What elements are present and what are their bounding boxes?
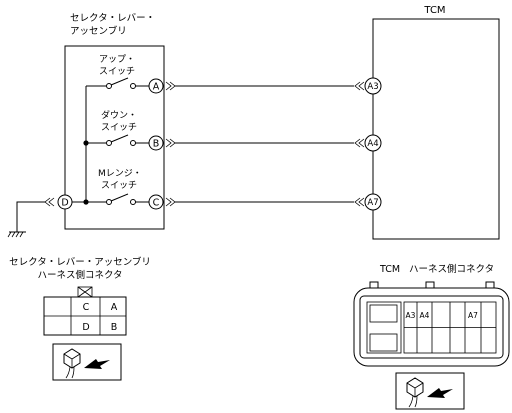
tcm-harness-plug-body — [406, 377, 424, 398]
tcm-connector-pin-grid — [404, 302, 496, 353]
tcm-connector-left-block — [366, 301, 402, 354]
pin-c-label: C — [153, 198, 160, 209]
m-range-switch — [83, 193, 149, 205]
tcm-pin-a3: A3 — [364, 77, 382, 95]
pin-d-circle — [57, 194, 73, 210]
tcm-pin-a4: A4 — [364, 134, 382, 152]
pin-b-label: B — [153, 139, 160, 150]
tcm-harness-plug-edges — [406, 382, 424, 397]
harness-plug-body — [63, 348, 81, 369]
tcm-connector-slot-bottom — [369, 333, 398, 352]
tcm-pin-a4-label: A4 — [367, 139, 378, 149]
ground — [7, 201, 45, 238]
tcm-connector-label-suffix: ハーネス側コネクタ — [409, 263, 494, 275]
up-switch — [86, 77, 149, 89]
assembly-connector-cell-d: D — [82, 322, 89, 333]
assembly-connector-face: C A D B — [43, 286, 127, 336]
tcm-connector-label-prefix: TCM — [379, 264, 400, 275]
tcm-connector-slot-top — [369, 304, 398, 323]
down-switch-contact-right — [130, 140, 136, 146]
m-range-switch-label-line2: スイッチ — [101, 180, 137, 191]
down-switch-label-line2: スイッチ — [101, 122, 137, 133]
harness-plug-edges — [63, 353, 81, 368]
tcm-connector-mark-a4 — [354, 138, 365, 148]
pin-c-circle — [148, 194, 164, 210]
m-range-switch-blade — [110, 193, 129, 202]
assembly-title-line2: アッセンブリ — [70, 25, 127, 37]
down-switch — [83, 134, 149, 146]
m-range-switch-contact-right — [130, 199, 136, 205]
harness-plug-wires — [65, 366, 75, 379]
pin-d-label: D — [61, 198, 68, 209]
up-switch-contact-right — [130, 83, 136, 89]
tcm-connector-top-tabs — [369, 281, 495, 288]
tcm-connector-cell-a4: A4 — [420, 311, 430, 320]
m-range-switch-label-line1: Mレンジ・ — [98, 169, 142, 179]
view-direction-arrow — [84, 359, 110, 369]
pin-a-circle — [148, 78, 164, 94]
tcm-harness-view-icon-frame — [395, 372, 465, 410]
tcm-harness-side-view-icon — [395, 372, 465, 410]
down-switch-label-line1: ダウン・ — [101, 109, 137, 121]
up-switch-label-line1: アップ・ — [99, 54, 135, 65]
assembly-title-line1: セレクタ・レバー・ — [70, 13, 155, 24]
up-switch-contact-left — [106, 83, 112, 89]
tcm-title: TCM — [423, 5, 445, 16]
tcm-box — [372, 18, 500, 240]
m-range-switch-contact-left — [106, 199, 112, 205]
connector-mark-d — [44, 197, 55, 207]
pin-a: A — [148, 78, 164, 94]
tcm-connector-inner — [359, 295, 504, 359]
tcm-view-direction-arrow — [427, 388, 453, 398]
tcm-connector-cell-a7: A7 — [468, 311, 478, 320]
tcm-pin-a7-label: A7 — [367, 198, 378, 208]
ground-wire — [16, 201, 45, 232]
tcm-pin-a3-label: A3 — [367, 82, 378, 92]
down-switch-blade — [110, 134, 129, 143]
assembly-connector-cell-a: A — [111, 302, 118, 313]
ground-hatch — [7, 231, 24, 238]
connector-mark-a — [165, 81, 176, 91]
selector-assembly-box — [64, 45, 165, 230]
connector-mark-c — [165, 197, 176, 207]
tcm-connector-face: A3 A4 A7 — [353, 281, 510, 367]
up-switch-label-line2: スイッチ — [99, 66, 135, 77]
pin-d: D — [57, 194, 73, 210]
tcm-connector-mark-a3 — [354, 81, 365, 91]
tcm-pin-a7: A7 — [364, 193, 382, 211]
tcm-pin-a7-circle — [364, 193, 382, 211]
assembly-connector-label-line1: セレクタ・レバー・アッセンブリ — [9, 256, 151, 268]
harness-view-icon-frame — [52, 343, 122, 381]
tcm-pin-a3-circle — [364, 77, 382, 95]
harness-side-view-icon — [52, 343, 122, 381]
pin-b-circle — [148, 135, 164, 151]
pin-b: B — [148, 135, 164, 151]
assembly-connector-cell-b: B — [111, 322, 118, 333]
assembly-connector-label-line2: ハーネス側コネクタ — [37, 269, 122, 281]
tcm-connector-mark-a7 — [354, 197, 365, 207]
connector-lock-cross — [77, 286, 93, 298]
connector-mark-b — [165, 138, 176, 148]
assembly-connector-cell-c: C — [83, 302, 90, 313]
tcm-connector-cell-a3: A3 — [406, 311, 416, 320]
up-switch-blade — [110, 77, 129, 86]
down-switch-contact-left — [106, 140, 112, 146]
pin-c: C — [148, 194, 164, 210]
tcm-pin-a4-circle — [364, 134, 382, 152]
pin-a-label: A — [153, 82, 160, 93]
tcm-harness-plug-wires — [408, 395, 418, 408]
assembly-connector-grid — [44, 297, 126, 335]
